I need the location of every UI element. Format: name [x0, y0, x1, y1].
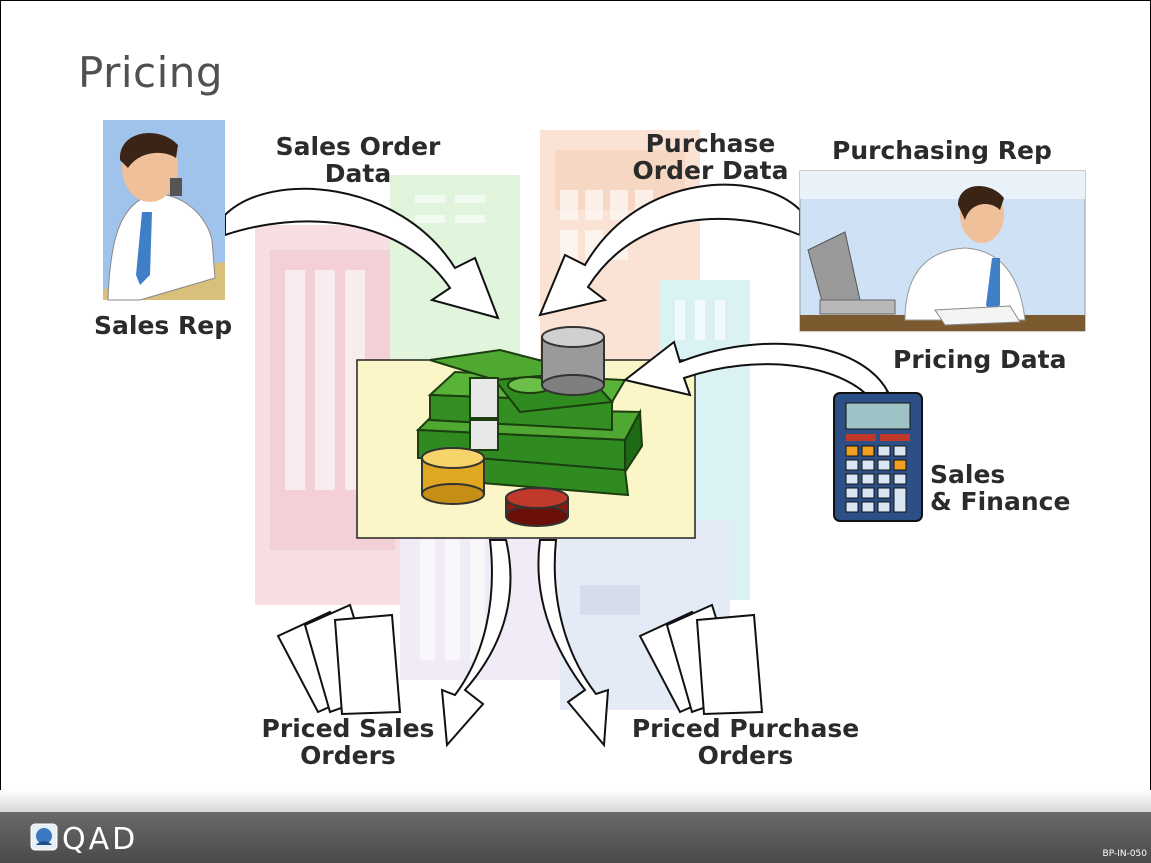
sales-orders-papers-icon — [276, 603, 402, 716]
sales-order-arrow — [224, 187, 500, 320]
gold-coins-icon — [421, 447, 485, 505]
brand-name: QAD — [62, 822, 139, 857]
purchasing-rep-label: Purchasing Rep — [832, 136, 1052, 165]
priced-sales-orders-label: Priced Sales Orders — [258, 715, 438, 769]
priced-sales-orders-arrow — [440, 539, 512, 748]
purchase-orders-papers-icon — [638, 603, 764, 716]
sales-rep-label: Sales Rep — [94, 311, 233, 340]
priced-purchase-orders-line2: Orders — [697, 741, 794, 770]
sales-finance-label: Sales & Finance — [930, 461, 1070, 515]
sales-order-data-line2: Data — [324, 159, 392, 188]
purchase-order-arrow — [538, 183, 801, 317]
purchase-order-data-line2: Order Data — [632, 156, 789, 185]
priced-sales-orders-line1: Priced Sales — [261, 714, 435, 743]
silver-coins-icon — [541, 326, 605, 396]
priced-purchase-orders-line1: Priced Purchase — [631, 714, 860, 743]
footer-bar — [0, 812, 1151, 863]
purchasing-rep-image — [799, 170, 1086, 332]
priced-purchase-orders-arrow — [537, 539, 610, 748]
purchase-order-data-label: Purchase Order Data — [628, 130, 793, 184]
sales-finance-line2: & Finance — [930, 487, 1071, 516]
sales-order-data-line1: Sales Order — [275, 132, 441, 161]
sales-finance-line1: Sales — [930, 460, 1006, 489]
pricing-data-label: Pricing Data — [893, 345, 1067, 374]
purchase-order-data-line1: Purchase — [645, 129, 776, 158]
page-title: Pricing — [78, 48, 224, 97]
priced-purchase-orders-label: Priced Purchase Orders — [628, 715, 863, 769]
sales-order-data-label: Sales Order Data — [268, 133, 448, 187]
pricing-data-arrow — [622, 340, 890, 400]
slide-code: BP-IN-050 — [1102, 849, 1147, 859]
sales-rep-image — [103, 120, 225, 301]
footer-fade — [0, 790, 1151, 812]
red-coins-icon — [505, 487, 569, 527]
qad-logo-icon — [30, 823, 58, 851]
calculator-icon — [833, 392, 923, 522]
priced-sales-orders-line2: Orders — [300, 741, 396, 770]
